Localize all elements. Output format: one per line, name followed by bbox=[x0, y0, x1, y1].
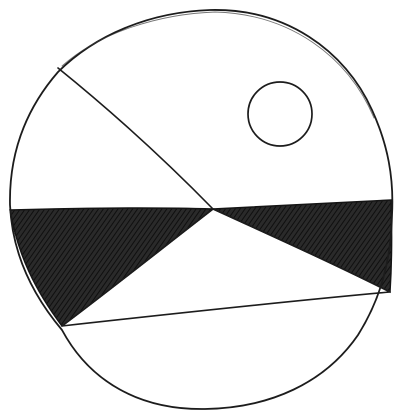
pencil-sketch bbox=[0, 0, 401, 418]
